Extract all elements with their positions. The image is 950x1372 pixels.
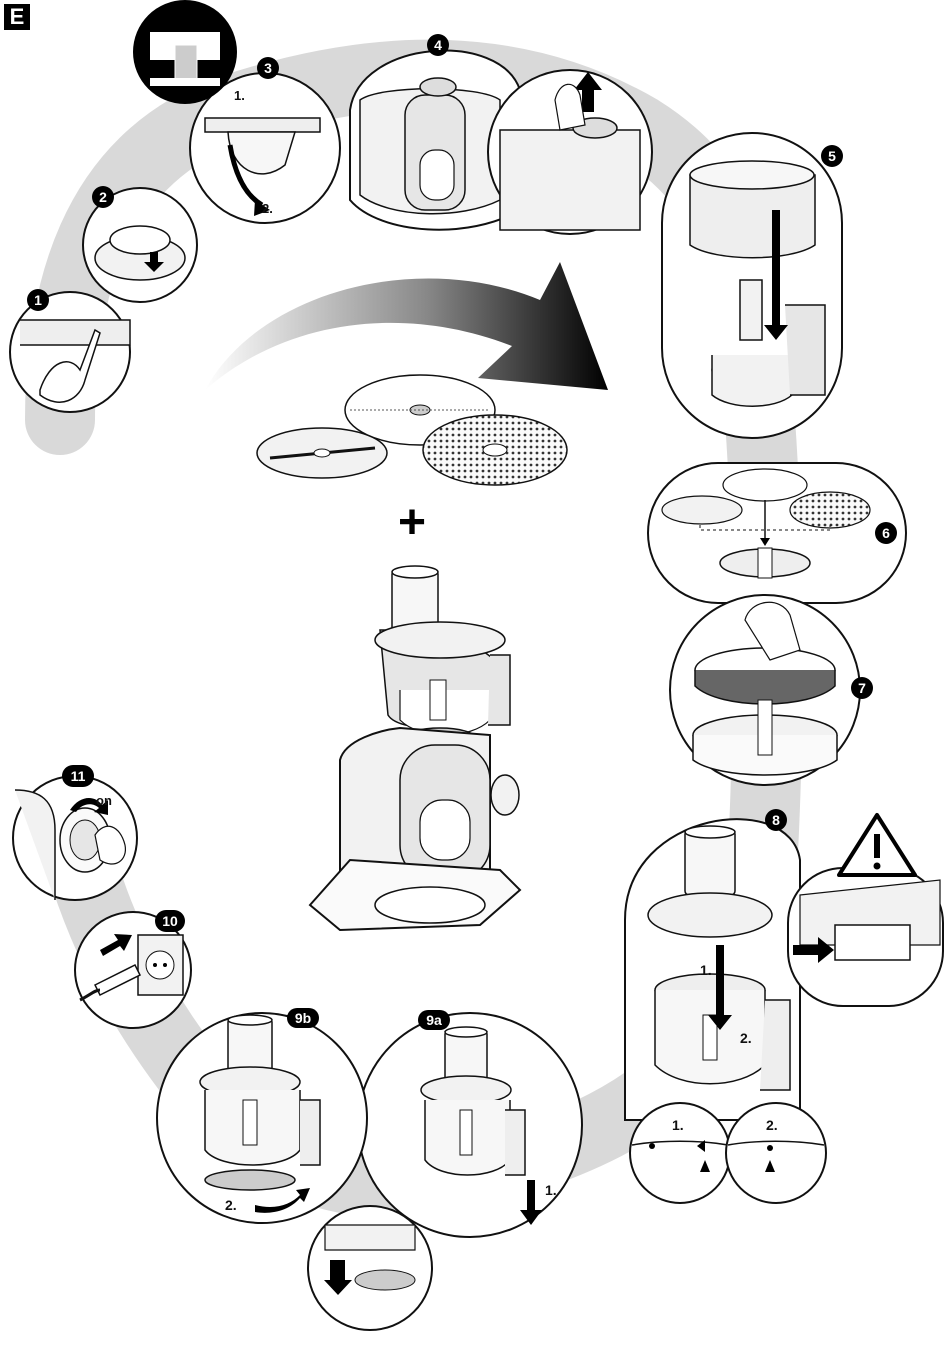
step-1-badge: 1 [27, 289, 49, 311]
svg-text:2.: 2. [766, 1117, 778, 1133]
step-3-sublabel-1: 1. [234, 88, 245, 103]
svg-text:2: 2 [99, 189, 107, 205]
step-1-panel: 1 [10, 289, 130, 412]
svg-text:4: 4 [434, 37, 442, 53]
wall-socket-icon [138, 935, 183, 995]
svg-text:5: 5 [828, 148, 836, 164]
step-10-badge: 10 [155, 910, 185, 932]
step-9a-detail-inset [308, 1206, 432, 1330]
svg-text:11: 11 [71, 768, 86, 784]
svg-text:10: 10 [162, 913, 178, 929]
step-11-badge: 11 [62, 765, 94, 787]
step-9b-badge: 9b [287, 1008, 319, 1028]
step-3-detail-inset [133, 0, 237, 104]
step-8-lock-detail-2: 2. [726, 1103, 826, 1203]
svg-text:7: 7 [858, 680, 866, 696]
center-discs [257, 375, 567, 485]
svg-text:9b: 9b [295, 1010, 311, 1026]
central-arc-arrow [205, 262, 608, 390]
step-4-badge: 4 [427, 34, 449, 56]
plus-sign: + [398, 496, 426, 549]
step-9a-panel: 1. 9a [358, 1010, 582, 1237]
step-7-badge: 7 [851, 677, 873, 699]
step-9b-sublabel: 2. [225, 1197, 237, 1213]
step-9a-sublabel: 1. [545, 1182, 557, 1198]
step-3-sublabel-2: 2. [262, 201, 273, 216]
step-7-panel: 7 [670, 595, 873, 785]
step-4-detail-inset [488, 70, 652, 234]
svg-text:8: 8 [772, 812, 780, 828]
center-machine-illustration [310, 566, 520, 930]
step-6-badge: 6 [875, 522, 897, 544]
step-8-sublabel-1: 1. [700, 962, 712, 978]
step-10-panel: 10 [75, 910, 191, 1028]
step-5-panel: 5 [662, 133, 843, 438]
svg-text:6: 6 [882, 525, 890, 541]
svg-text:3: 3 [264, 60, 272, 76]
step-3-badge: 3 [257, 57, 279, 79]
step-8-lock-detail-1: 1. [630, 1103, 730, 1203]
svg-text:1: 1 [34, 292, 42, 308]
step-8-panel: 1. 2. 8 [625, 809, 800, 1120]
step-2-badge: 2 [92, 186, 114, 208]
step-11-panel: on 11 [13, 765, 137, 900]
step-9a-badge: 9a [418, 1010, 450, 1030]
step-8-badge: 8 [765, 809, 787, 831]
warning-triangle-icon [839, 815, 915, 875]
step-8-detail-inset [788, 868, 943, 1006]
step-6-panel: 6 [648, 463, 906, 603]
step-5-badge: 5 [821, 145, 843, 167]
step-11-on-label: on [96, 793, 112, 808]
svg-text:1.: 1. [672, 1117, 684, 1133]
step-8-sublabel-2: 2. [740, 1030, 752, 1046]
svg-text:9a: 9a [426, 1012, 442, 1028]
step-2-panel: 2 [83, 186, 197, 302]
